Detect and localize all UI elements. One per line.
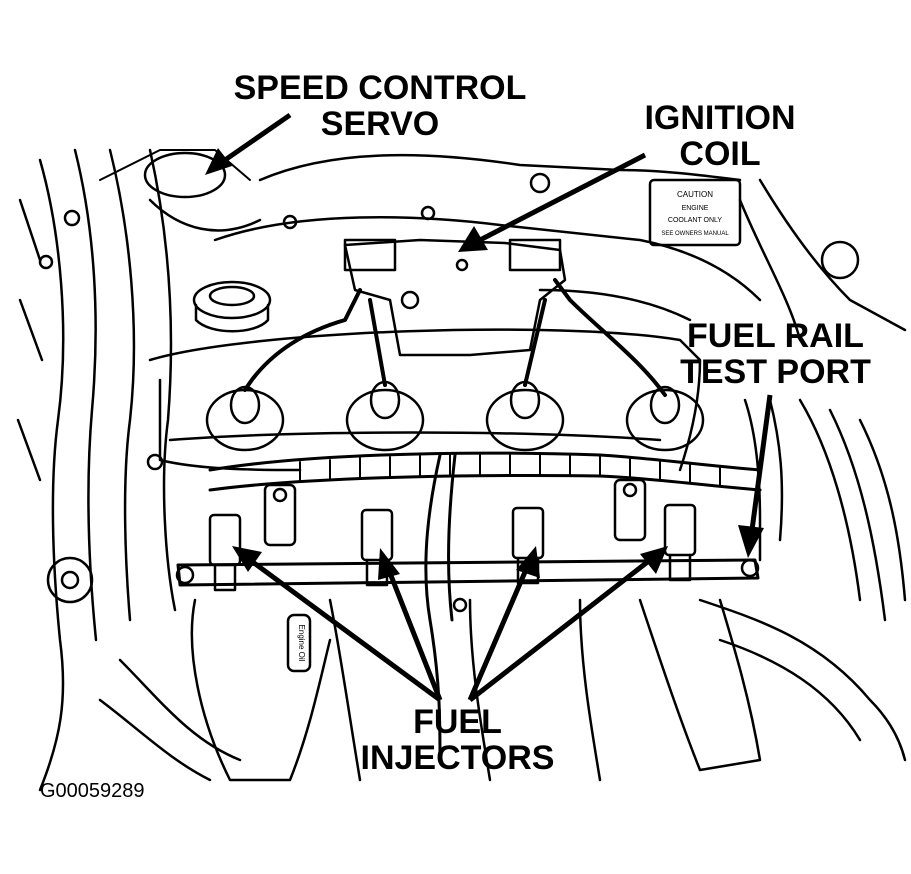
spark-plug-boots <box>205 380 705 452</box>
figure-id: G00059289 <box>40 780 145 802</box>
decal-line: SEE OWNERS MANUAL <box>661 231 729 237</box>
label-line: INJECTORS <box>360 739 555 777</box>
fuel-injectors-label: FUEL INJECTORS <box>335 704 580 776</box>
decal-line: CAUTION <box>677 190 713 199</box>
leader-arrows <box>205 112 773 703</box>
label-line: IGNITION <box>644 99 796 137</box>
label-line: FUEL RAIL <box>687 317 864 355</box>
coolant-decal: CAUTION ENGINE COOLANT ONLY SEE OWNERS M… <box>661 190 729 237</box>
engine-bay-drawing: CAUTION ENGINE COOLANT ONLY SEE OWNERS M… <box>16 148 907 792</box>
injector-bodies <box>208 503 697 592</box>
decal-line: COOLANT ONLY <box>668 217 723 224</box>
fuel-rail-test-port-label: FUEL RAIL TEST PORT <box>663 318 888 390</box>
label-line: SPEED CONTROL <box>233 69 527 107</box>
label-line: TEST PORT <box>680 353 871 391</box>
speed-control-servo-label: SPEED CONTROL SERVO <box>205 70 555 142</box>
decal-line: ENGINE <box>682 205 709 212</box>
dipstick-label: Engine Oil <box>297 625 306 662</box>
ignition-coil-label: IGNITION COIL <box>615 100 825 172</box>
label-line: FUEL <box>413 703 502 741</box>
label-line: COIL <box>679 135 761 173</box>
label-line: SERVO <box>320 105 440 143</box>
